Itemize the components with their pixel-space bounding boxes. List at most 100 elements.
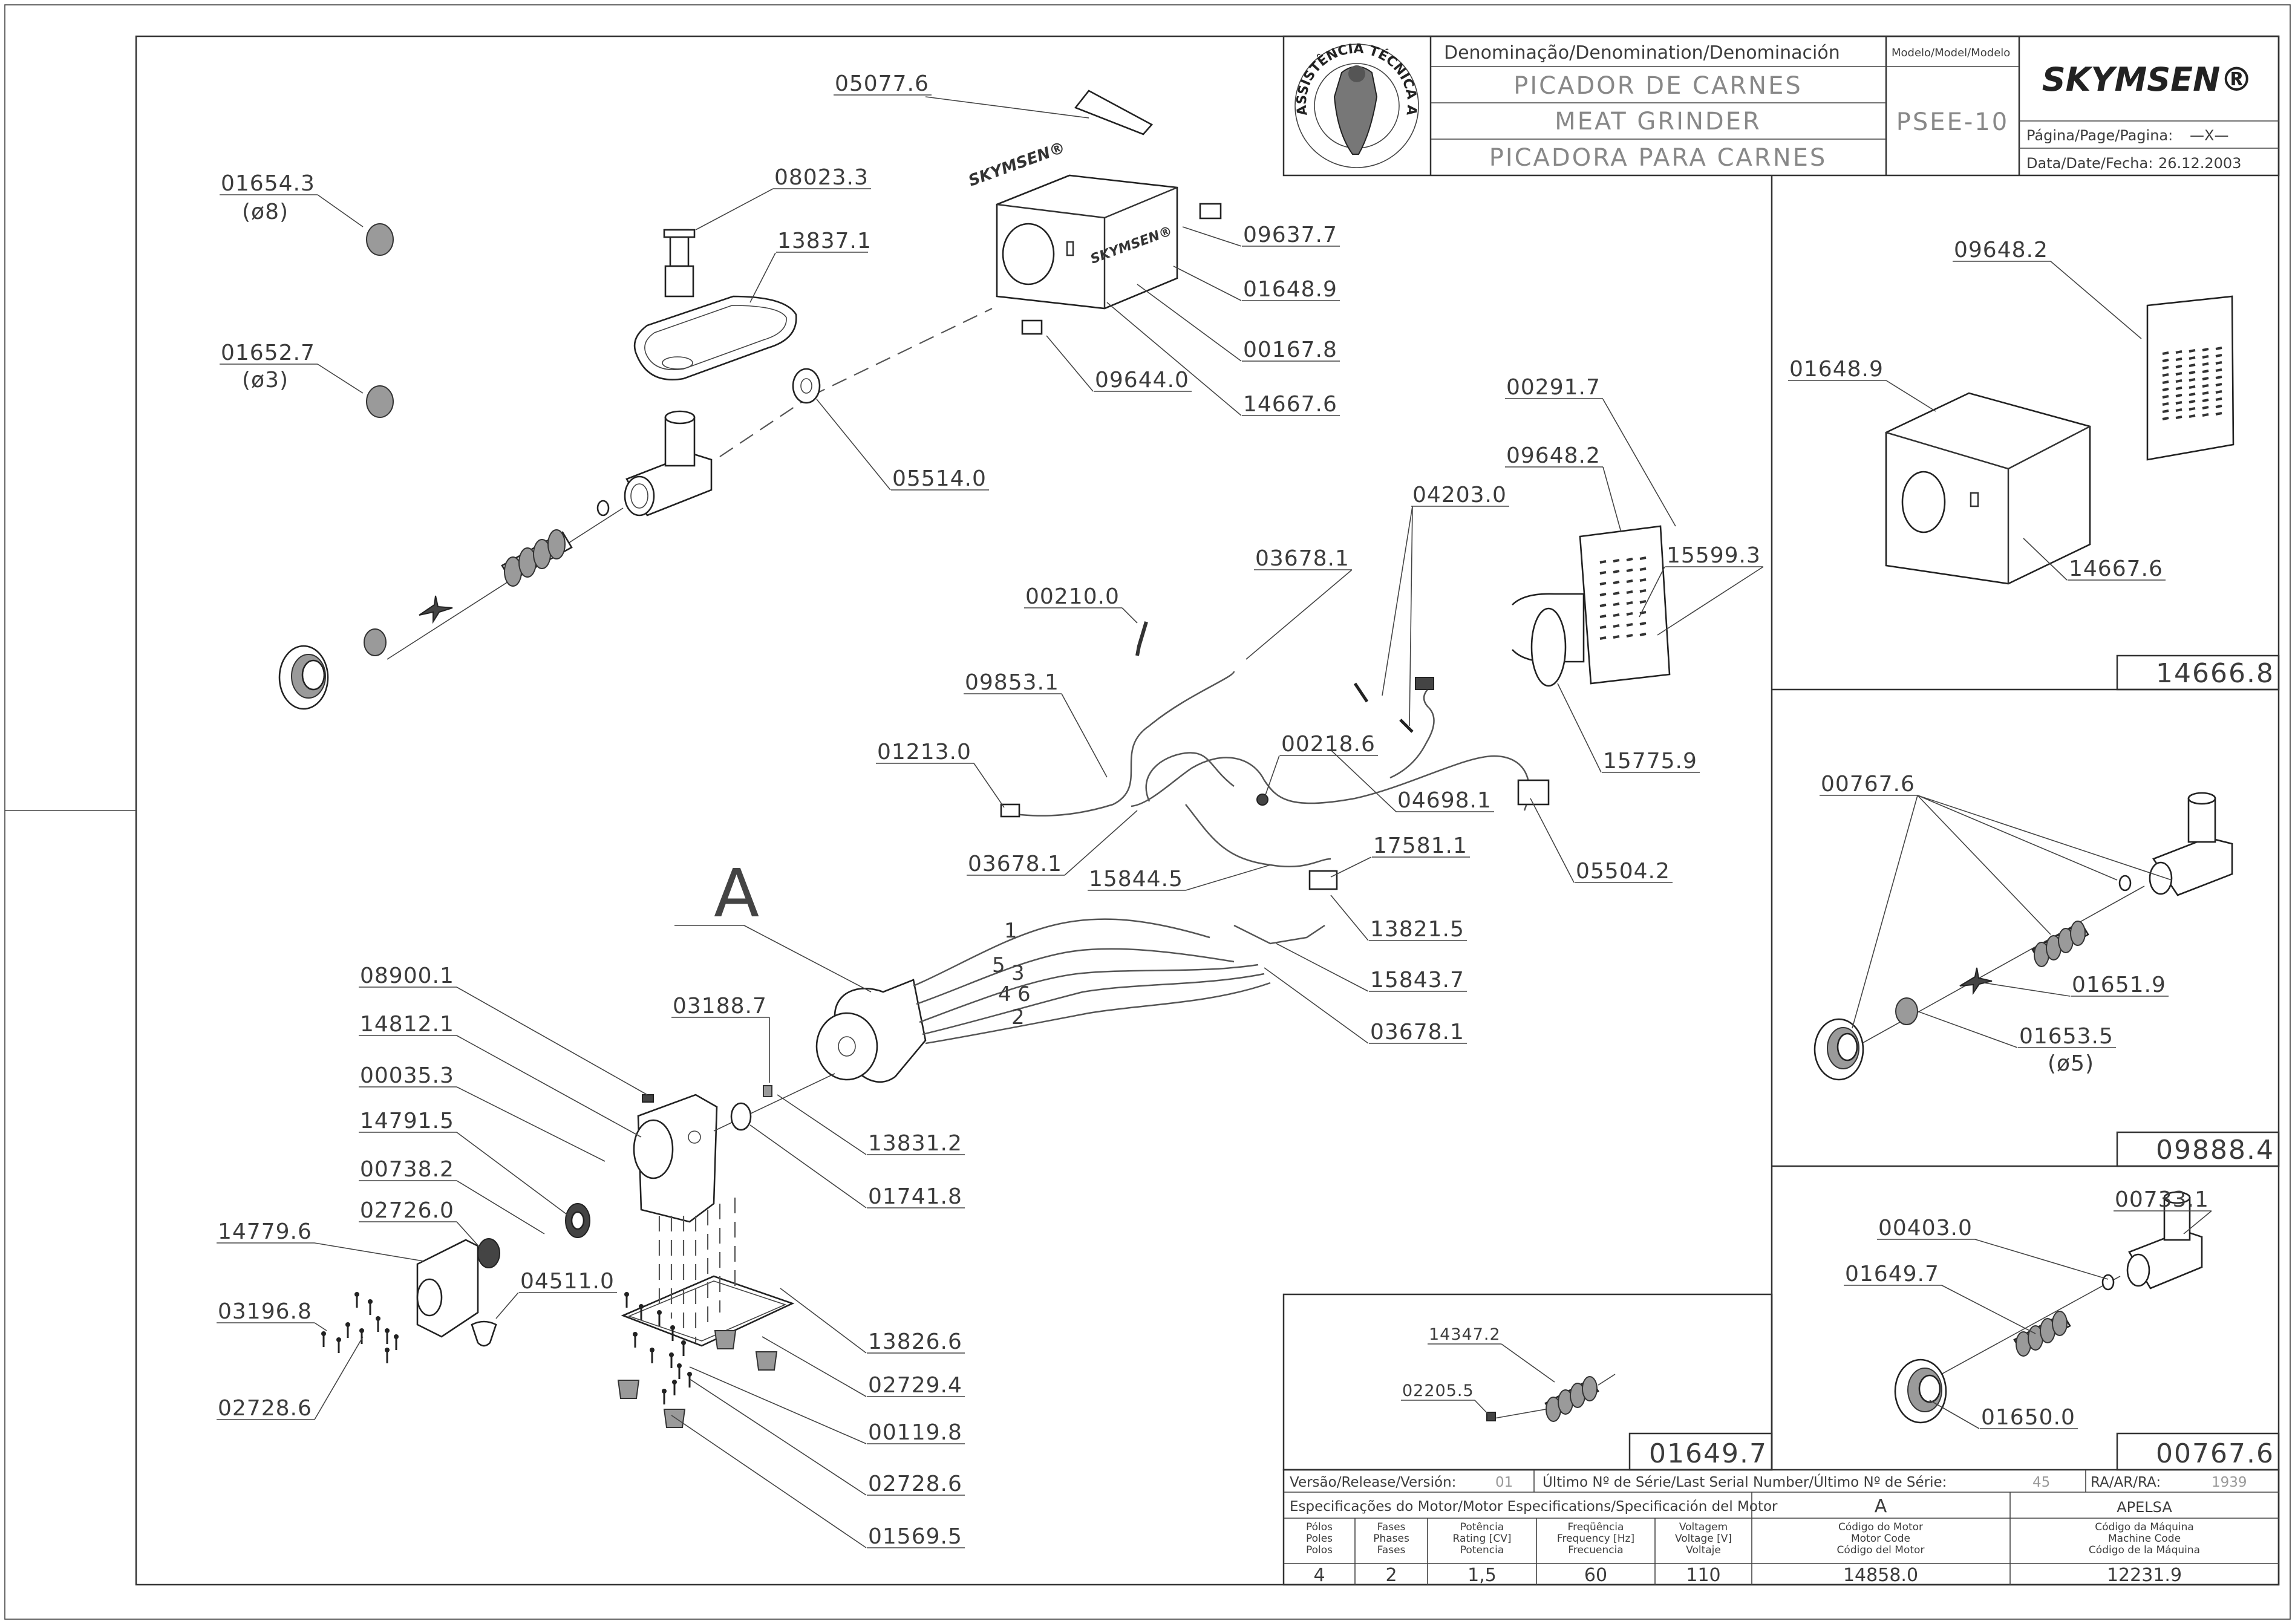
callout-label: 03188.7 <box>673 994 767 1019</box>
spec-value: 14858.0 <box>1843 1565 1918 1586</box>
vent-slot <box>2162 417 2169 420</box>
callout-leader <box>314 1336 364 1420</box>
callout-leader <box>1639 566 1665 618</box>
grommet-icon <box>1256 794 1268 806</box>
callout-label: 02205.5 <box>1402 1381 1474 1400</box>
vent-slot <box>2202 348 2209 351</box>
version-value: 01 <box>1495 1475 1513 1490</box>
callout-leader <box>1917 795 2051 935</box>
brand-logo: SKYMSEN® <box>2042 60 2253 99</box>
ring-nut <box>278 645 329 710</box>
panel-id-00767: 00767.6 <box>2116 1432 2280 1471</box>
vent-slot <box>2189 349 2196 353</box>
wire-number: 6 <box>1017 982 1031 1006</box>
spec-header: Phases <box>1373 1533 1409 1545</box>
callout-label: 13831.2 <box>868 1131 962 1156</box>
name-en: MEAT GRINDER <box>1555 108 1761 135</box>
spec-header: Código del Motor <box>1837 1544 1925 1556</box>
warning-plate-icon <box>1199 203 1222 220</box>
vent-slot <box>1613 592 1620 595</box>
callout-leader <box>1929 1400 1980 1429</box>
vent-slot <box>2189 364 2196 367</box>
callout-label: 14791.5 <box>360 1109 454 1133</box>
vent-slot <box>1639 633 1647 636</box>
vent-slot <box>1599 615 1607 618</box>
callout-leader <box>1173 266 1242 301</box>
vent-slot <box>1626 579 1633 583</box>
callout-label: 00167.8 <box>1243 338 1337 362</box>
vent-slot <box>2202 406 2209 409</box>
wire-number: 3 <box>1011 961 1025 985</box>
callout-label: 00210.0 <box>1025 584 1120 609</box>
foot-icon <box>714 1330 737 1349</box>
vent-slot <box>2162 351 2169 355</box>
bearing-icon <box>763 1085 772 1097</box>
callout-leader <box>689 1366 867 1444</box>
callout-leader <box>1185 864 1271 891</box>
pusher <box>663 229 696 298</box>
callout-label: 04203.0 <box>1412 483 1507 507</box>
callout-leader <box>314 1322 327 1331</box>
vent-slot <box>2162 359 2169 362</box>
callout-leader <box>1941 1285 2036 1334</box>
vent-slot <box>2189 393 2196 396</box>
vent-slot <box>2175 379 2182 383</box>
spec-header: Fases <box>1377 1521 1406 1533</box>
mount-dashes <box>658 1198 736 1343</box>
version-label: Versão/Release/Versión: <box>1290 1475 1456 1490</box>
vent-slot <box>1613 559 1620 563</box>
label-plate-icon <box>1021 319 1043 335</box>
vent-slot <box>2215 390 2222 394</box>
vent-slot <box>2175 372 2182 376</box>
knife <box>419 595 453 624</box>
vent-slot <box>2202 362 2209 366</box>
vent-slot <box>2162 373 2169 377</box>
spare-plate-8mm-icon <box>366 223 394 256</box>
worm-auger <box>501 529 573 587</box>
callout-label: 01648.9 <box>1789 357 1884 382</box>
page-value: —X— <box>2190 127 2228 144</box>
vent-slot <box>2162 388 2169 391</box>
callout-leader <box>1409 506 1413 726</box>
panel-id-14666: 14666.8 <box>2116 654 2280 691</box>
callout-leader <box>1106 302 1242 416</box>
vent-slot <box>1639 567 1647 571</box>
strain-relief-icon <box>1135 621 1148 656</box>
vent-slot <box>2189 356 2196 360</box>
callout-leader <box>1276 943 1369 992</box>
callout-label: 02729.4 <box>868 1373 962 1398</box>
vent-slot <box>2215 347 2222 350</box>
callout-leader <box>314 1242 424 1262</box>
vent-slot <box>2189 407 2196 411</box>
spec-value: 1,5 <box>1467 1565 1497 1586</box>
front-gear-cover <box>416 1239 497 1347</box>
vent-slot <box>2215 412 2222 416</box>
foot-icon <box>755 1351 778 1371</box>
spec-header: Fases <box>1377 1544 1406 1556</box>
name-es: PICADORA PARA CARNES <box>1489 144 1827 172</box>
callout-label: 00119.8 <box>868 1420 962 1445</box>
callout-label: 15775.9 <box>1603 749 1697 774</box>
ra-label: RA/AR/RA: <box>2091 1475 2161 1490</box>
callout-label: 09648.2 <box>1954 238 2048 263</box>
vent-slot <box>2175 416 2182 419</box>
panel-09888-grinder-set <box>1813 792 2233 1081</box>
callout-leader <box>1602 466 1622 533</box>
callout-leader <box>1917 1011 2018 1048</box>
vent-slot <box>2202 413 2209 417</box>
panel-01649-worm <box>1486 1374 1616 1422</box>
callout-leader <box>1064 810 1138 876</box>
callout-leader <box>1917 795 2118 881</box>
page-label: Página/Page/Pagina: <box>2026 127 2173 144</box>
callout-label: 13837.1 <box>777 229 872 253</box>
spec-header: Polos <box>1306 1544 1333 1556</box>
panel-id-01649: 01649.7 <box>1628 1432 1773 1471</box>
switch-icon <box>1000 803 1020 818</box>
vent-slot <box>1599 571 1607 575</box>
spec-header: Voltagem <box>1679 1521 1728 1533</box>
callout-leader <box>689 1378 867 1496</box>
callout-label: (ø8) <box>242 200 289 224</box>
svg-text:A: A <box>714 855 759 932</box>
